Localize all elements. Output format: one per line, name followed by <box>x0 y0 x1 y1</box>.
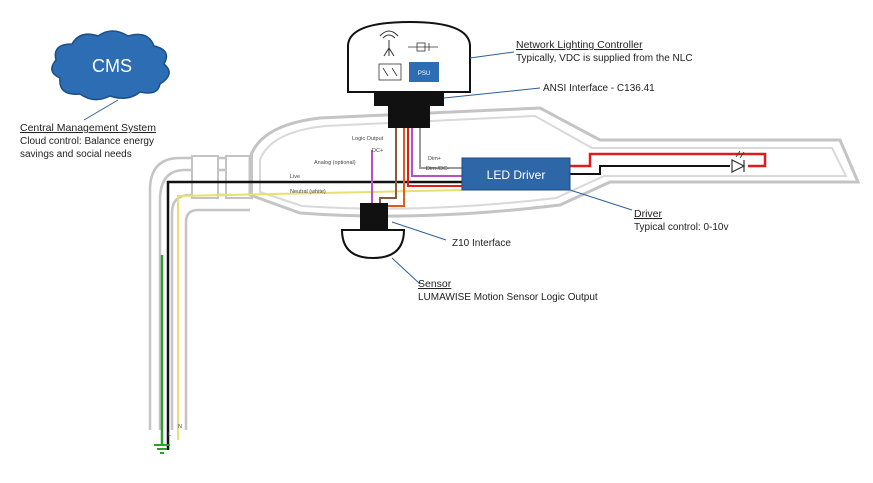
antenna-icon <box>379 30 399 57</box>
nlc-desc: Typically, VDC is supplied from the NLC <box>516 53 693 64</box>
central-line2: savings and social needs <box>20 149 132 160</box>
dim-plus-label: Dim+ <box>428 156 441 162</box>
led-driver-label: LED Driver <box>487 168 546 182</box>
dc-plus-label: DC+ <box>372 148 383 154</box>
neutral-wire <box>177 189 463 440</box>
driver-title: Driver <box>634 208 663 220</box>
callout-lines <box>83 51 633 285</box>
live-wire <box>166 180 400 450</box>
led-negative-wire <box>570 165 730 175</box>
ground-symbol <box>154 444 170 454</box>
analog-label: Analog (optional) <box>314 160 356 166</box>
luminaire-housing <box>248 106 861 218</box>
central-line1: Cloud control: Balance energy <box>20 136 154 147</box>
central-title: Central Management System <box>20 122 156 134</box>
cms-cloud: CMS <box>51 30 170 101</box>
cms-label: CMS <box>92 56 132 76</box>
sensor-title: Sensor <box>418 278 452 290</box>
pole-n-label: N <box>178 424 182 430</box>
live-label: Live <box>290 174 300 180</box>
led-positive-wire <box>570 152 767 168</box>
sensor-device <box>340 203 406 260</box>
nlc-device: PSU <box>347 20 471 128</box>
psu-label: PSU <box>418 71 430 77</box>
z10-label: Z10 Interface <box>452 238 511 249</box>
ansi-label: ANSI Interface - C136.41 <box>543 83 655 94</box>
pole-l-label: L <box>168 432 171 438</box>
pole-collar <box>191 155 253 199</box>
led-diode-icon <box>731 150 746 173</box>
driver-desc: Typical control: 0-10v <box>634 222 729 233</box>
sensor-desc: LUMAWISE Motion Sensor Logic Output <box>418 292 598 303</box>
dim-minus-label: Dim-/DC- <box>426 166 449 172</box>
led-driver-box <box>461 157 571 191</box>
nlc-title: Network Lighting Controller <box>516 39 643 51</box>
circuit-icon <box>408 42 438 52</box>
relay-icon <box>378 63 402 81</box>
psu-box <box>409 62 439 82</box>
logic-output-label: Logic Output <box>352 136 384 142</box>
neutral-label: Neutral (white) <box>290 189 326 195</box>
